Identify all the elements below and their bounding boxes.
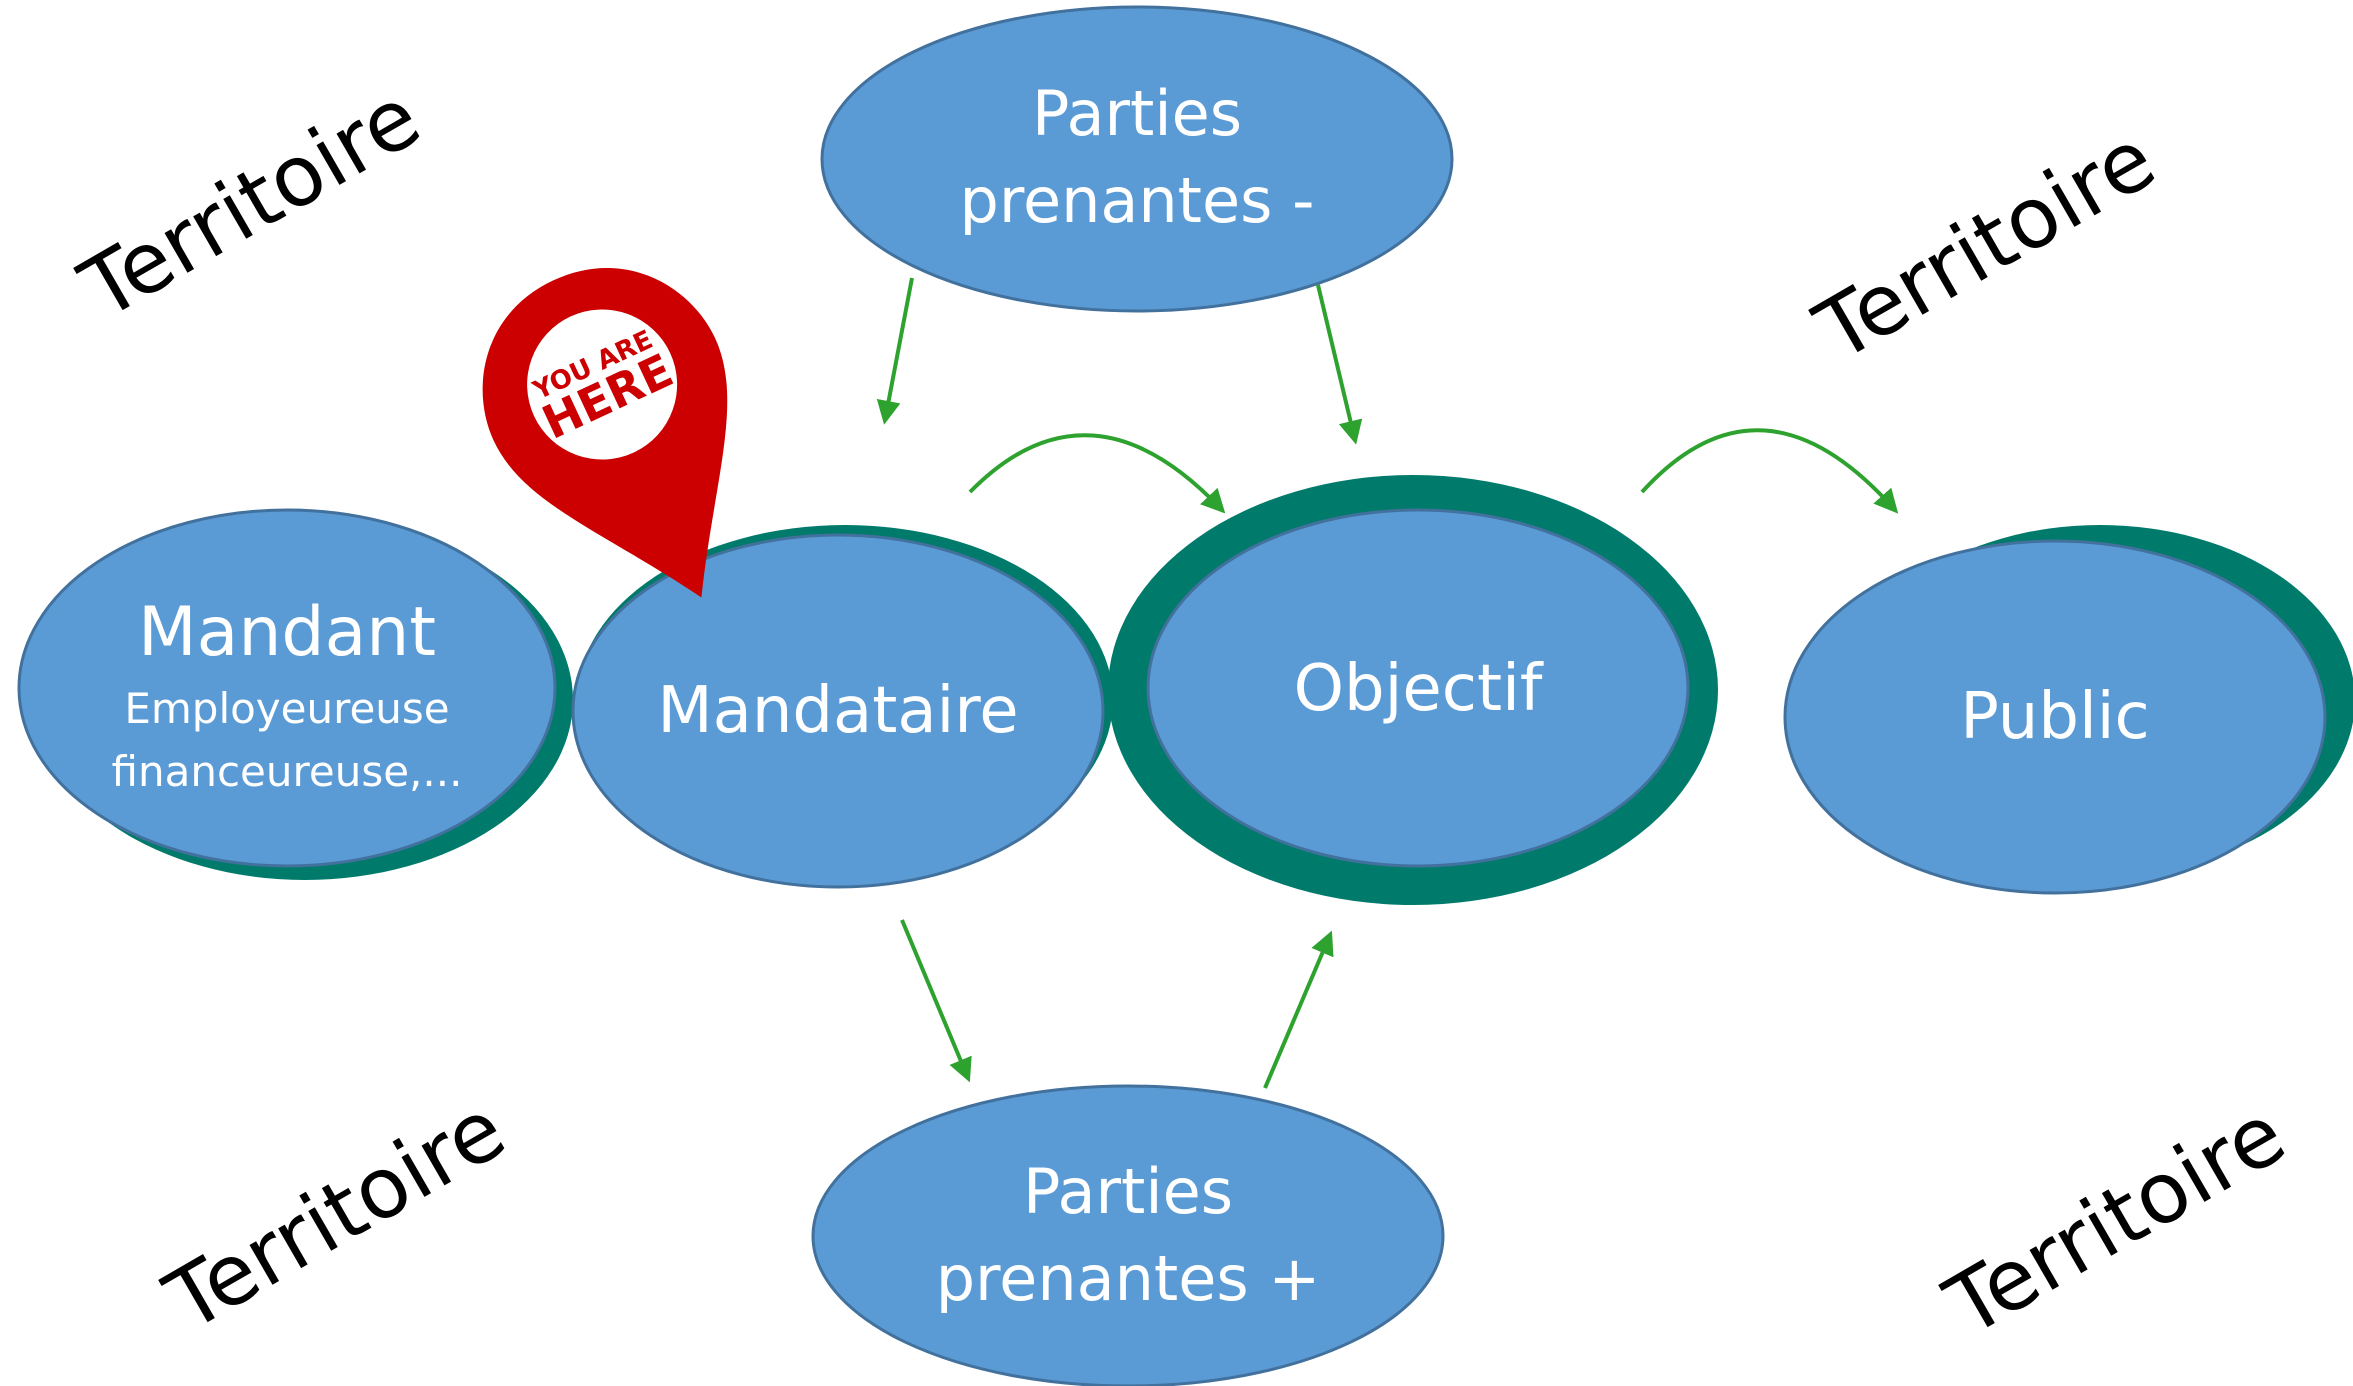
node-parties-moins-line2: prenantes - (959, 164, 1314, 237)
node-objectif-title: Objectif (1294, 652, 1544, 726)
node-parties-moins-shape (820, 5, 1454, 313)
arrow-objectif-to-public (1640, 428, 1899, 514)
node-mandataire-shape (571, 533, 1105, 889)
territoire-label-top-right: Territoire (1799, 110, 2171, 381)
location-pin-icon: YOU ARE HERE (482, 267, 728, 598)
node-parties-plus-line1: Parties (1023, 1155, 1233, 1228)
node-parties-plus-shape (811, 1084, 1445, 1386)
node-mandataire-title: Mandataire (657, 674, 1018, 748)
arrow-parties-plus-to-objectif (1263, 930, 1334, 1089)
arrow-mandataire-to-parties-plus (900, 919, 972, 1083)
territoire-label-bottom-right: Territoire (1929, 1085, 2301, 1356)
node-objectif-shape (1146, 508, 1690, 868)
node-public-title: Public (1960, 680, 2149, 754)
node-mandant-line1: Employeureuse (124, 684, 449, 733)
node-parties-moins: Parties prenantes - (820, 5, 1454, 313)
arrow-parties-moins-to-objectif (1316, 284, 1363, 445)
node-parties-moins-line1: Parties (1032, 77, 1242, 150)
node-parties-plus: Parties prenantes + (811, 1084, 1445, 1386)
node-mandant-line2: financeureuse,... (112, 747, 463, 796)
node-mandant-shape (17, 508, 557, 868)
arrow-mandataire-to-objectif (968, 433, 1226, 514)
node-parties-plus-line2: prenantes + (936, 1242, 1321, 1315)
node-mandant-title: Mandant (138, 593, 436, 672)
territoire-label-bottom-left: Territoire (149, 1080, 521, 1351)
node-public-shape (1783, 539, 2327, 895)
pin-inner-circle (527, 309, 678, 460)
node-public: Public (1783, 539, 2327, 895)
arrow-parties-moins-to-mandataire (876, 277, 914, 425)
node-objectif: Objectif (1146, 508, 1690, 868)
node-mandant: Mandant Employeureuse financeureuse,... (17, 508, 557, 868)
node-mandataire: Mandataire (571, 533, 1105, 889)
